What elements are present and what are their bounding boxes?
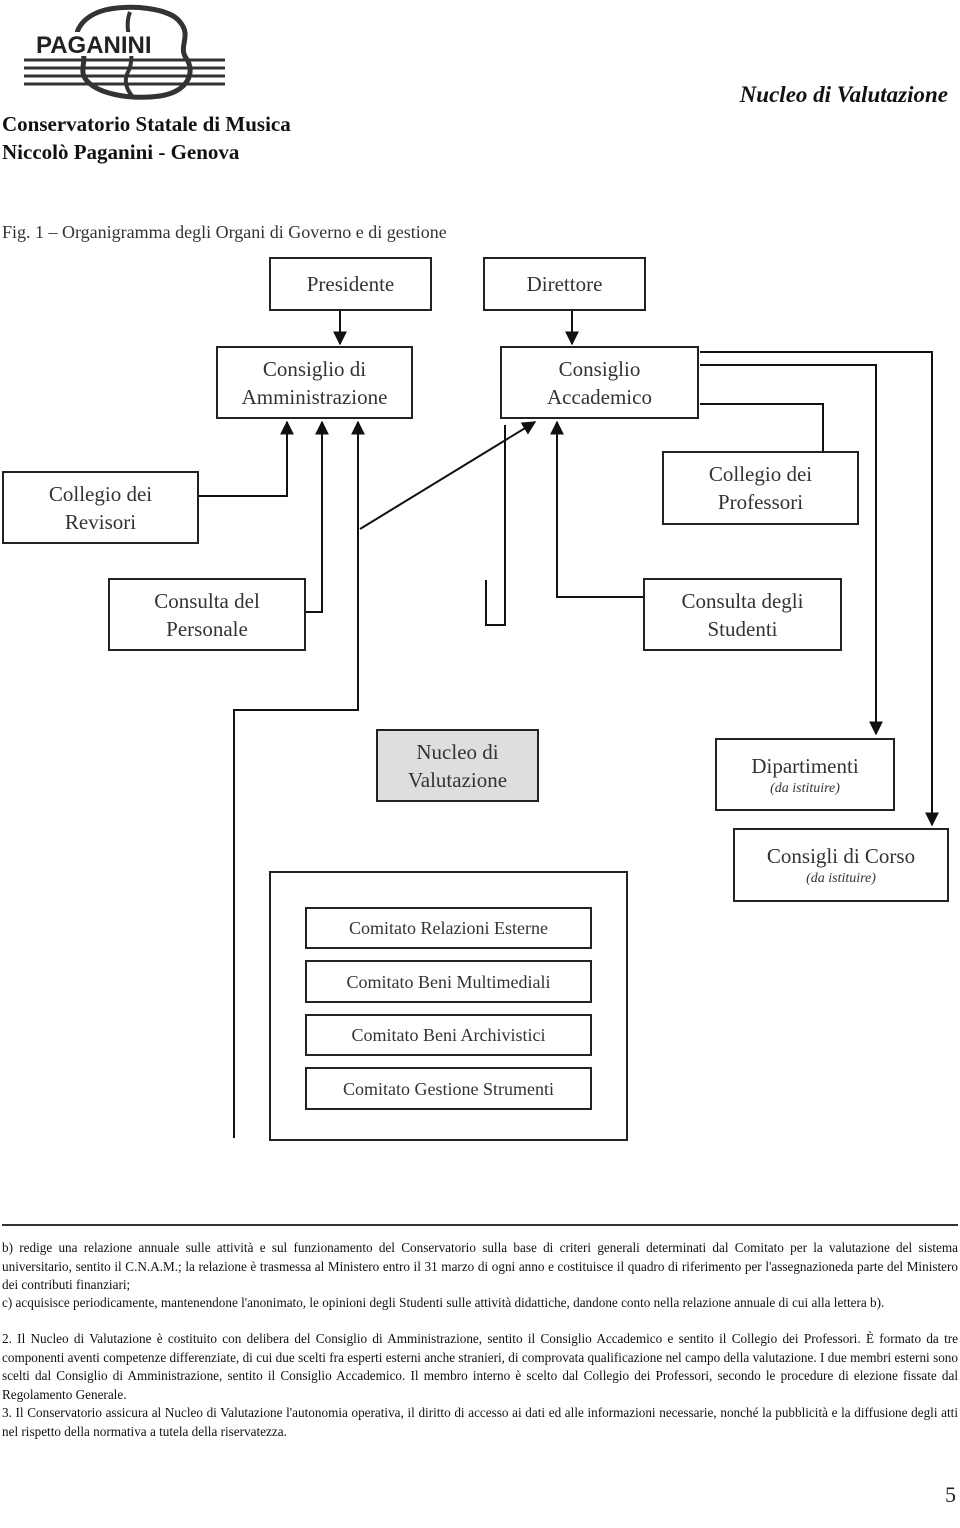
- paragraph-3: 3. Il Conservatorio assicura al Nucleo d…: [2, 1405, 958, 1439]
- dipartimenti-note: (da istituire): [770, 780, 840, 796]
- arrow-diagonal-ca: [359, 421, 537, 530]
- box-comitato-archivistici: Comitato Beni Archivistici: [305, 1014, 592, 1056]
- personale-label-1: Consulta del: [154, 588, 260, 613]
- paragraph-2: 2. Il Nucleo di Valutazione è costituito…: [2, 1331, 958, 1402]
- organization-name: Conservatorio Statale di Musica Niccolò …: [2, 110, 291, 166]
- paganini-logo: PAGANINI: [10, 2, 230, 100]
- box-consiglio-amministrazione: Consiglio di Amministrazione: [216, 346, 413, 419]
- paragraph-b: b) redige una relazione annuale sulle at…: [2, 1240, 958, 1292]
- personale-label-2: Personale: [166, 616, 248, 641]
- line-comitati-ca: [485, 425, 506, 626]
- box-dipartimenti: Dipartimenti (da istituire): [715, 738, 895, 811]
- arrow-ca-consigli: [700, 351, 939, 827]
- box-collegio-professori: Collegio dei Professori: [662, 451, 859, 525]
- professori-label-2: Professori: [717, 490, 804, 514]
- box-collegio-revisori: Collegio dei Revisori: [2, 471, 199, 544]
- box-consulta-studenti: Consulta degli Studenti: [643, 578, 842, 651]
- box-consulta-personale: Consulta del Personale: [108, 578, 306, 651]
- box-comitato-strumenti: Comitato Gestione Strumenti: [305, 1067, 592, 1110]
- studenti-label-1: Consulta degli: [681, 588, 804, 613]
- comitato-archivistici-label: Comitato Beni Archivistici: [351, 1025, 546, 1045]
- box-nucleo-valutazione: Nucleo di Valutazione: [376, 729, 539, 802]
- presidente-label: Presidente: [306, 272, 395, 296]
- org-line-2: Niccolò Paganini - Genova: [2, 140, 240, 164]
- dipartimenti-label: Dipartimenti: [751, 753, 859, 778]
- comitato-relazioni-label: Comitato Relazioni Esterne: [349, 918, 548, 938]
- box-consiglio-accademico: Consiglio Accademico: [500, 346, 699, 419]
- consigli-corso-note: (da istituire): [806, 871, 876, 886]
- arrow-nucleo-cda: [233, 420, 365, 1138]
- comitato-strumenti-label: Comitato Gestione Strumenti: [343, 1078, 554, 1099]
- professori-label-1: Collegio dei: [708, 462, 813, 486]
- box-comitato-relazioni: Comitato Relazioni Esterne: [305, 907, 592, 949]
- nucleo-label-1: Nucleo di: [416, 739, 499, 764]
- box-comitato-multimediali: Comitato Beni Multimediali: [305, 960, 592, 1003]
- cda-label-2: Amministrazione: [241, 384, 388, 409]
- org-chart-connectors: [199, 311, 939, 1138]
- box-consigli-corso: Consigli di Corso (da istituire): [733, 828, 949, 902]
- violin-logo-icon: PAGANINI: [24, 4, 225, 100]
- logo-text: PAGANINI: [36, 32, 152, 59]
- ca-label-1: Consiglio: [558, 356, 641, 381]
- cda-label-1: Consiglio di: [262, 356, 367, 381]
- studenti-label-2: Studenti: [707, 616, 778, 641]
- line-professori-ca: [700, 403, 824, 451]
- separator-rule: [2, 1224, 958, 1226]
- arrow-personale-cda: [306, 420, 329, 613]
- page-number: 5: [945, 1482, 956, 1507]
- paragraph-c: c) acquisisce periodicamente, mantenendo…: [2, 1295, 885, 1310]
- direttore-label: Direttore: [526, 272, 603, 296]
- arrow-studenti-ca: [550, 420, 643, 598]
- revisori-label-2: Revisori: [64, 509, 137, 534]
- box-presidente: Presidente: [269, 257, 432, 311]
- revisori-label-1: Collegio dei: [48, 481, 153, 506]
- arrow-ca-dipartimenti: [700, 364, 883, 736]
- consigli-corso-label: Consigli di Corso: [766, 844, 916, 868]
- arrow-revisori-cda: [199, 420, 294, 497]
- org-line-1: Conservatorio Statale di Musica: [2, 112, 291, 136]
- comitati-frame: [269, 871, 628, 1141]
- ca-label-2: Accademico: [547, 384, 652, 409]
- box-direttore: Direttore: [483, 257, 646, 311]
- comitato-multimediali-label: Comitato Beni Multimediali: [346, 971, 551, 992]
- figure-caption: Fig. 1 – Organigramma degli Organi di Go…: [2, 222, 447, 242]
- section-title: Nucleo di Valutazione: [739, 82, 948, 107]
- nucleo-label-2: Valutazione: [407, 767, 508, 792]
